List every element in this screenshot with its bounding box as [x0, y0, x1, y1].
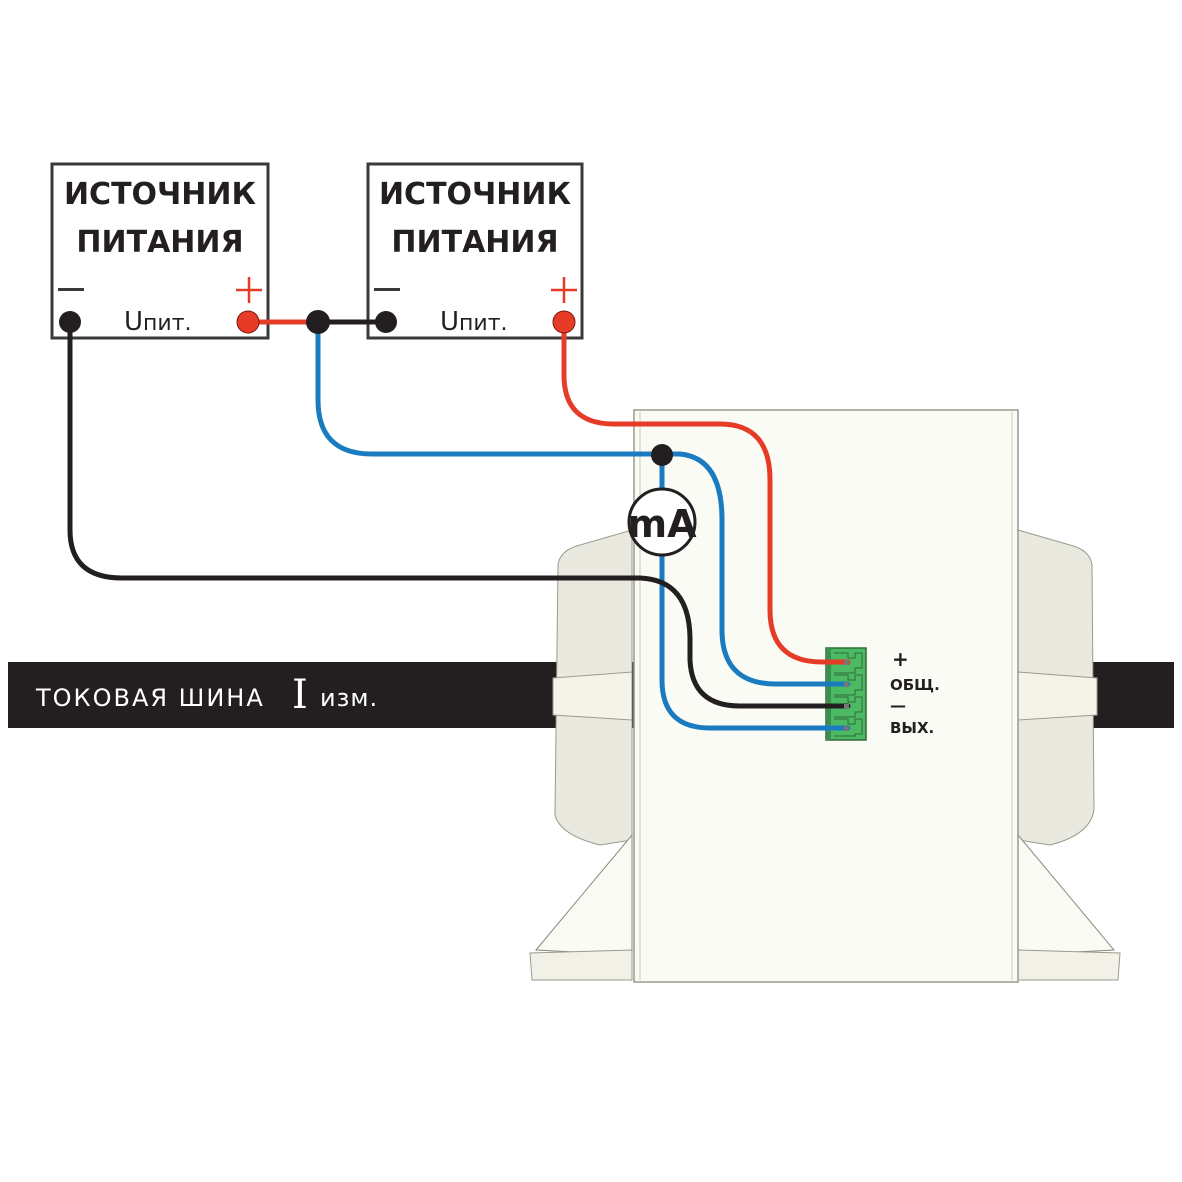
wire-meter-to-terminal-output — [659, 451, 851, 731]
terminal-label-common: ОБЩ. — [890, 676, 940, 694]
bus-label: ТОКОВАЯ ШИНА — [35, 684, 265, 712]
milliammeter: mA — [627, 487, 697, 557]
device-common-junction — [651, 444, 673, 466]
terminal-label-output: ВЫХ. — [890, 719, 934, 737]
milliammeter-label: mA — [627, 502, 697, 546]
power-supply-1: ИСТОЧНИК ПИТАНИЯ Uпит. — [50, 162, 270, 340]
psu2-minus-sign — [374, 288, 400, 291]
psu2-voltage-label: Uпит. — [440, 307, 508, 337]
psu1-title-line1: ИСТОЧНИК — [64, 177, 257, 212]
psu1-plus-sign — [236, 277, 262, 303]
bus-current-symbol: I — [292, 672, 308, 718]
psu1-plus-terminal — [236, 310, 260, 334]
psu1-voltage-label: Uпит. — [124, 307, 192, 337]
wire-junction-to-device-common — [315, 319, 665, 457]
right-clamp — [1017, 529, 1121, 981]
terminal-label-plus: + — [892, 647, 909, 671]
psu1-minus-sign — [58, 288, 84, 291]
wire-psu2-plus-to-terminal-plus — [561, 319, 851, 665]
psu2-title-line2: ПИТАНИЯ — [391, 225, 558, 260]
bus-current-sub: изм. — [320, 684, 378, 712]
terminal-label-minus: — — [890, 696, 906, 715]
psu2-minus-terminal — [375, 311, 397, 333]
series-junction — [306, 310, 330, 334]
psu1-title-line2: ПИТАНИЯ — [76, 225, 243, 260]
terminal-block — [825, 647, 867, 741]
terminal-pins — [844, 660, 849, 731]
psu2-plus-sign — [551, 277, 577, 303]
psu2-plus-terminal — [552, 310, 576, 334]
current-sensor-device: + ОБЩ. — ВЫХ. — [529, 409, 1121, 983]
psu2-title-line1: ИСТОЧНИК — [379, 177, 572, 212]
power-supply-2: ИСТОЧНИК ПИТАНИЯ Uпит. — [366, 162, 584, 340]
left-clamp — [529, 529, 633, 981]
psu1-minus-terminal — [59, 311, 81, 333]
wire-psu1-minus-to-terminal-minus — [67, 319, 851, 709]
wire-to-terminal-common — [659, 451, 851, 687]
